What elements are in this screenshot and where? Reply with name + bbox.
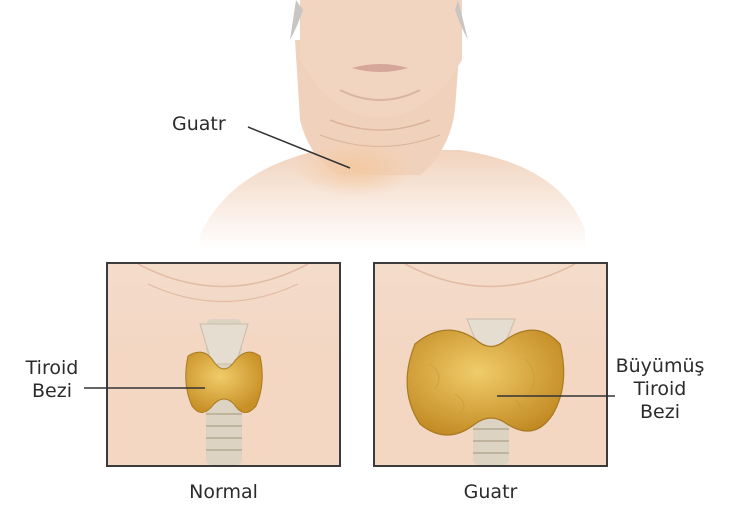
normal-caption: Normal (166, 481, 281, 504)
goiter-enlarged-thyroid (407, 330, 564, 435)
enlarged-thyroid-label-line3: Bezi (610, 401, 710, 424)
thyroid-label-line1: Tiroid (14, 357, 90, 380)
top-goiter-swelling (295, 140, 415, 196)
normal-panel (106, 262, 341, 467)
goiter-caption: Guatr (433, 481, 548, 504)
thyroid-label-line2: Bezi (14, 380, 90, 403)
goiter-illustration (375, 264, 606, 465)
enlarged-thyroid-label: Büyümüş Tiroid Bezi (610, 355, 710, 424)
enlarged-thyroid-label-line2: Tiroid (610, 378, 710, 401)
enlarged-thyroid-label-line1: Büyümüş (610, 355, 710, 378)
top-goiter-label: Guatr (172, 113, 226, 136)
thyroid-label: Tiroid Bezi (14, 357, 90, 403)
normal-illustration (108, 264, 339, 465)
goiter-panel (373, 262, 608, 467)
